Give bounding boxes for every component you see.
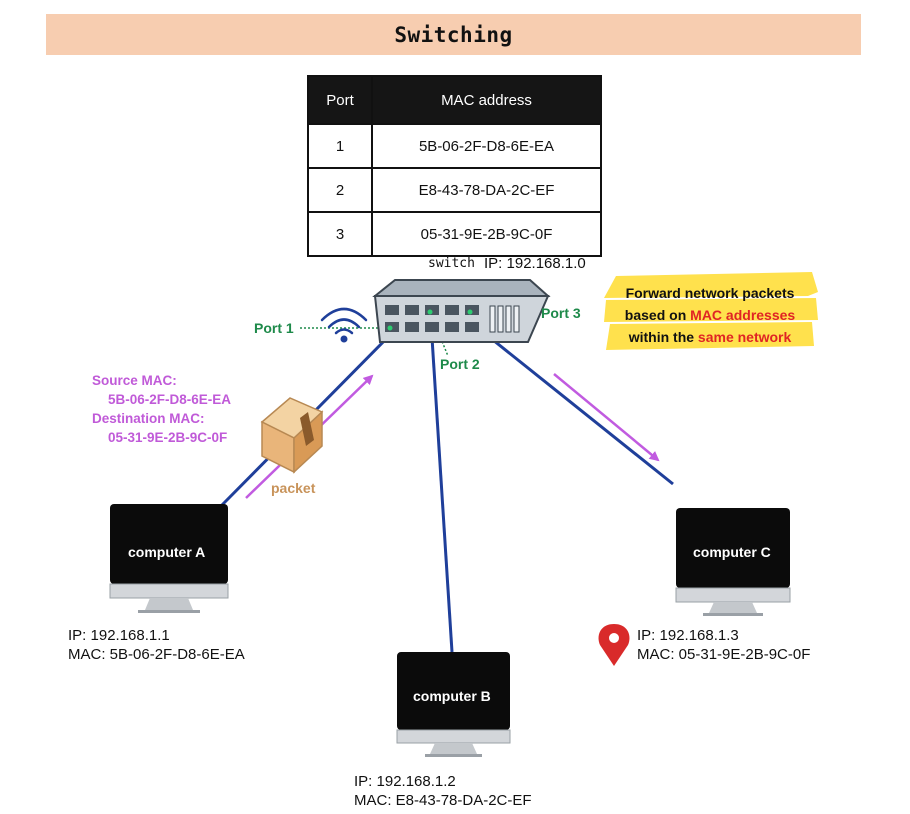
switch-device-icon bbox=[372, 279, 551, 343]
table-row: 2 E8-43-78-DA-2C-EF bbox=[307, 167, 602, 213]
computer-b-mac: MAC: E8-43-78-DA-2C-EF bbox=[354, 792, 532, 809]
cell-mac: E8-43-78-DA-2C-EF bbox=[371, 167, 602, 213]
table-row: 1 5B-06-2F-D8-6E-EA bbox=[307, 123, 602, 169]
computer-c-info: IP: 192.168.1.3 MAC: 05-31-9E-2B-9C-0F bbox=[637, 626, 810, 664]
header-port: Port bbox=[307, 75, 373, 125]
switch-ip: IP: 192.168.1.0 bbox=[484, 255, 586, 272]
computer-b-info: IP: 192.168.1.2 MAC: E8-43-78-DA-2C-EF bbox=[354, 772, 532, 810]
monitor-icon bbox=[109, 504, 229, 613]
table-row: 3 05-31-9E-2B-9C-0F bbox=[307, 211, 602, 257]
destination-mac-label: Destination MAC: bbox=[92, 411, 205, 426]
packet-arrow-down bbox=[553, 373, 660, 462]
source-mac-value: 5B-06-2F-D8-6E-EA bbox=[108, 392, 232, 407]
link-b bbox=[429, 321, 454, 653]
wifi-icon bbox=[320, 307, 368, 343]
table-header-row: Port MAC address bbox=[307, 75, 602, 125]
page-title: Switching bbox=[394, 22, 513, 47]
cell-port: 1 bbox=[307, 123, 373, 169]
packet-label: packet bbox=[271, 480, 316, 496]
computer-c-mac: MAC: 05-31-9E-2B-9C-0F bbox=[637, 646, 811, 663]
computer-a-mac: MAC: 5B-06-2F-D8-6E-EA bbox=[68, 646, 245, 663]
computer-a-info: IP: 192.168.1.1 MAC: 5B-06-2F-D8-6E-EA bbox=[68, 626, 245, 664]
location-pin-icon bbox=[598, 624, 630, 666]
callout-line2-a: based on bbox=[624, 307, 691, 323]
callout-line3-a: within the bbox=[628, 329, 698, 345]
computer-a-name: computer A bbox=[128, 544, 206, 560]
callout-network-highlight: same network bbox=[697, 329, 792, 345]
mac-address-table: Port MAC address 1 5B-06-2F-D8-6E-EA 2 E… bbox=[307, 75, 602, 257]
cell-port: 2 bbox=[307, 167, 373, 213]
cell-mac: 5B-06-2F-D8-6E-EA bbox=[371, 123, 602, 169]
header-mac: MAC address bbox=[371, 75, 602, 125]
cell-port: 3 bbox=[307, 211, 373, 257]
monitor-icon bbox=[675, 508, 791, 616]
computer-b-name: computer B bbox=[413, 688, 491, 704]
computer-c-ip: IP: 192.168.1.3 bbox=[637, 627, 739, 644]
packet-box-icon bbox=[260, 397, 324, 474]
computer-a-ip: IP: 192.168.1.1 bbox=[68, 627, 170, 644]
port2-label: Port 2 bbox=[440, 356, 480, 372]
source-mac-label: Source MAC: bbox=[92, 373, 177, 388]
callout-line1: Forward network packets bbox=[625, 285, 795, 301]
callout: Forward network packets based on MAC add… bbox=[604, 272, 816, 356]
computer-b-ip: IP: 192.168.1.2 bbox=[354, 773, 456, 790]
computer-c-name: computer C bbox=[693, 544, 771, 560]
callout-highlight bbox=[604, 272, 818, 350]
callout-mac-highlight: MAC addresses bbox=[690, 307, 796, 323]
destination-mac-value: 05-31-9E-2B-9C-0F bbox=[108, 430, 228, 445]
callout-line3: within the same network bbox=[604, 326, 816, 348]
title-bar: Switching bbox=[46, 14, 861, 55]
cell-mac: 05-31-9E-2B-9C-0F bbox=[371, 211, 602, 257]
switch-label: switch bbox=[428, 256, 475, 271]
callout-text: Forward network packets based on MAC add… bbox=[604, 282, 816, 348]
port1-label: Port 1 bbox=[254, 320, 294, 336]
port3-label: Port 3 bbox=[541, 305, 581, 321]
callout-line2: based on MAC addresses bbox=[604, 304, 816, 326]
link-c bbox=[467, 318, 674, 486]
monitor-icon bbox=[396, 652, 511, 757]
